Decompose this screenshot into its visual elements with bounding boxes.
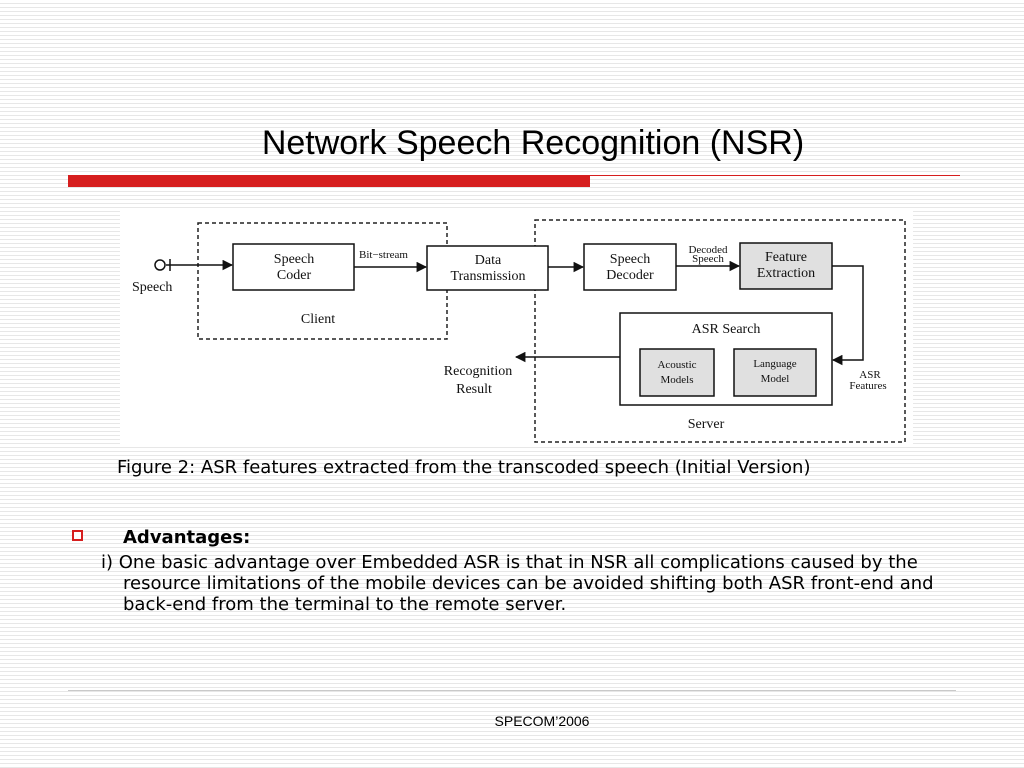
client-label: Client	[301, 312, 335, 327]
asr-search-label: ASR Search	[692, 322, 761, 337]
speech-input-label: Speech	[132, 280, 172, 295]
slide-title: Network Speech Recognition (NSR)	[261, 124, 805, 162]
nsr-diagram: Client Server Speech Speech Coder Bit−st…	[120, 209, 913, 447]
speech-decoder-label-1: Speech	[610, 252, 650, 267]
speech-decoder-block	[583, 243, 677, 291]
server-label: Server	[688, 417, 725, 432]
bit-stream-label: Bit−stream	[359, 249, 408, 261]
asr-features-label-1: ASR	[859, 369, 881, 381]
recognition-result-label-1: Recognition	[444, 364, 512, 379]
nsr-diagram-svg: Client Server Speech Speech Coder Bit−st…	[132, 219, 906, 443]
feature-extraction-block	[739, 242, 833, 290]
data-transmission-label-1: Data	[475, 253, 502, 268]
feature-extraction-label-1: Feature	[765, 250, 807, 265]
advantages-heading: Advantages:	[123, 527, 251, 548]
title-accent-bar	[68, 175, 590, 187]
footer-divider	[68, 690, 956, 691]
advantages-text: i) One basic advantage over Embedded ASR…	[101, 552, 934, 615]
figure-caption: Figure 2: ASR features extracted from th…	[117, 457, 811, 478]
acoustic-models-label-2: Models	[661, 374, 694, 386]
title-accent-line	[590, 175, 960, 176]
speech-coder-label-1: Speech	[274, 252, 314, 267]
acoustic-models-block	[639, 348, 715, 397]
recognition-result-label-2: Result	[456, 382, 492, 397]
footer-label: SPECOM’2006	[494, 713, 590, 729]
feature-extraction-label-2: Extraction	[757, 266, 815, 281]
speech-coder-label-2: Coder	[277, 268, 312, 283]
asr-features-arrow	[831, 265, 864, 366]
acoustic-models-label-1: Acoustic	[657, 359, 696, 371]
language-model-label-1: Language	[753, 358, 796, 370]
language-model-block	[733, 348, 817, 397]
decoded-speech-label-2: Speech	[692, 253, 724, 265]
client-region	[197, 222, 448, 340]
language-model-label-2: Model	[761, 373, 790, 385]
data-transmission-block	[426, 245, 549, 291]
data-transmission-label-2: Transmission	[451, 269, 526, 284]
microphone-icon	[154, 259, 166, 271]
decoded-speech-label-1: Decoded	[688, 244, 728, 256]
square-bullet-icon	[72, 530, 83, 541]
speech-coder-block	[232, 243, 355, 291]
server-region	[534, 219, 906, 443]
asr-features-label-2: Features	[849, 380, 886, 392]
speech-decoder-label-2: Decoder	[606, 268, 654, 283]
